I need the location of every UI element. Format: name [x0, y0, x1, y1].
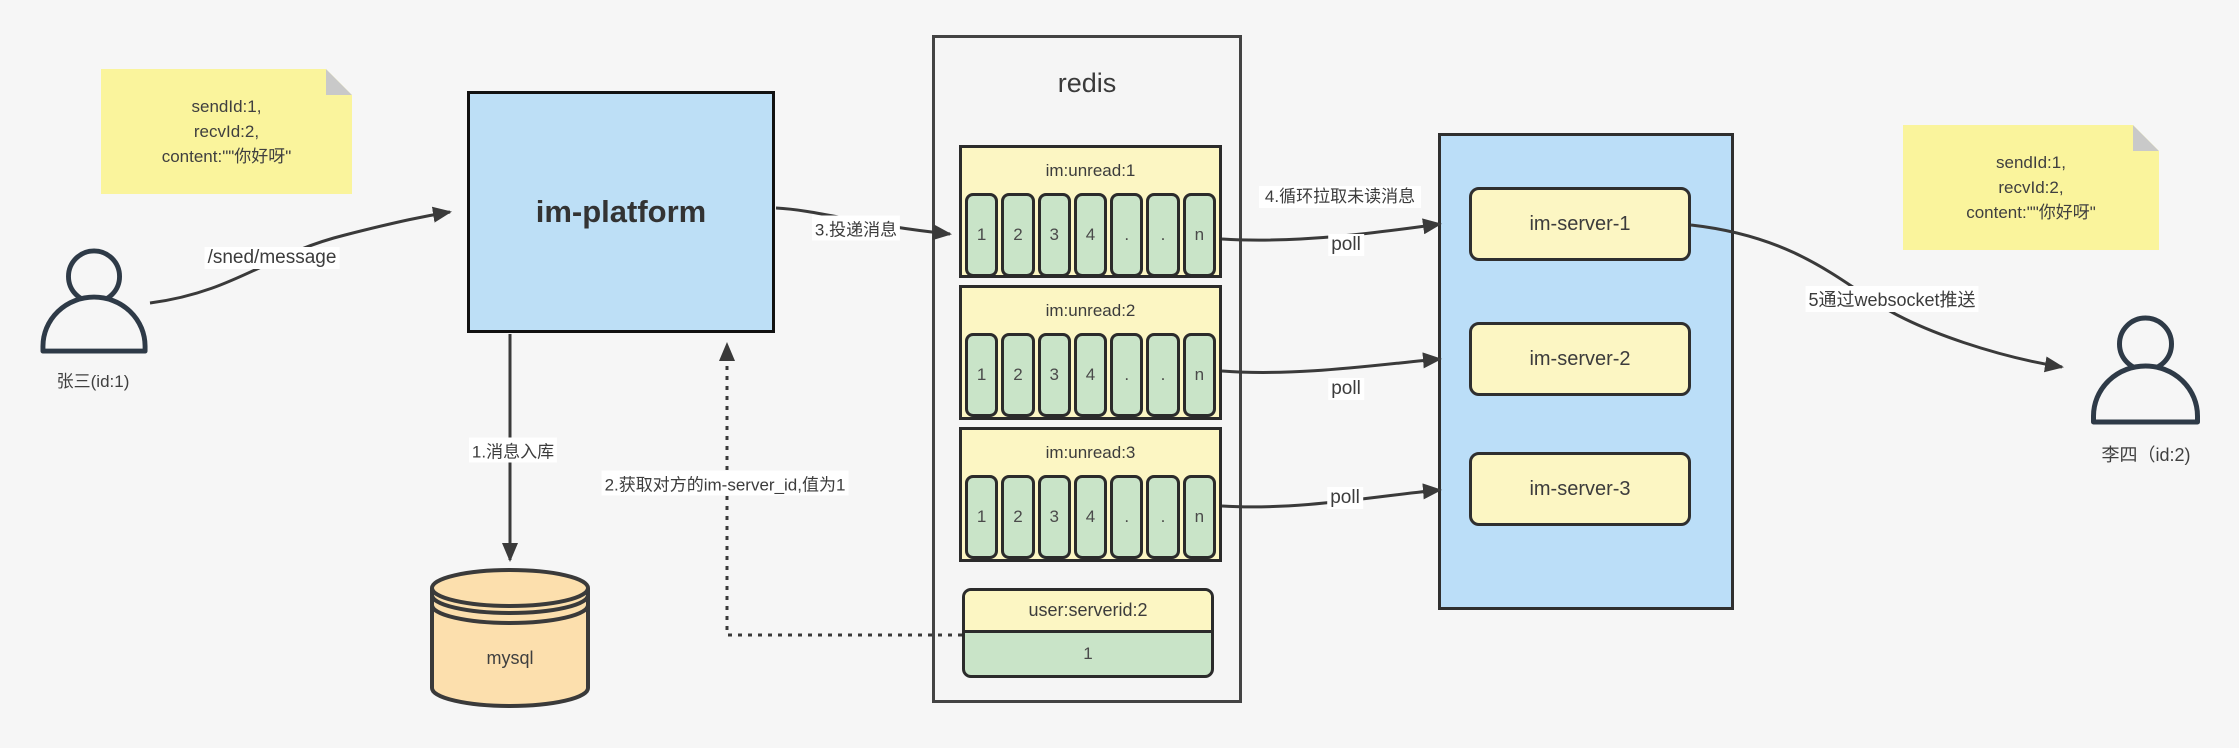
queue-cell: n [1182, 475, 1216, 559]
queue-cells: 1 2 3 4 . . n [965, 333, 1216, 417]
queue-cell: . [1146, 193, 1180, 277]
redis-queue-unread-1: im:unread:1 1 2 3 4 . . n [959, 145, 1222, 278]
sticky-note-right: sendId:1, recvId:2, content:""你好呀" [1903, 125, 2159, 250]
edge-label-poll-1: poll [1328, 234, 1364, 256]
sticky-line: recvId:2, [193, 122, 260, 141]
queue-cells: 1 2 3 4 . . n [965, 193, 1216, 277]
edge-poll-2 [1221, 352, 1442, 374]
queue-cells: 1 2 3 4 . . n [965, 475, 1216, 559]
queue-header: im:unread:2 [1045, 300, 1136, 320]
sender-label: 张三(id:1) [56, 372, 130, 391]
queue-header: im:unread:3 [1045, 442, 1136, 462]
queue-cell: 2 [1001, 475, 1035, 559]
redis-user-serverid-box: user:serverid:2 1 [962, 588, 1214, 678]
sticky-line: sendId:1, [191, 97, 262, 116]
queue-cell: 1 [965, 475, 999, 559]
edge-label-step4: 4.循环拉取未读消息 [1259, 186, 1421, 208]
sticky-line: sendId:1, [1996, 153, 2066, 172]
sticky-fold-icon [326, 69, 352, 95]
queue-header: im:unread:1 [1045, 160, 1136, 180]
sticky-line: content:""你好呀" [1966, 203, 2096, 222]
mysql-database-icon: mysql [428, 564, 592, 714]
queue-cell: 2 [1001, 333, 1035, 417]
queue-cell: 3 [1037, 475, 1071, 559]
server-map-value: 1 [1083, 644, 1093, 663]
person-receiver-icon [2090, 315, 2203, 425]
queue-cell: . [1110, 193, 1144, 277]
queue-cell: . [1146, 475, 1180, 559]
im-server-3-box: im-server-3 [1469, 452, 1691, 526]
server-map-header: user:serverid:2 [965, 591, 1211, 633]
queue-cell: . [1110, 475, 1144, 559]
im-server-1-box: im-server-1 [1469, 187, 1691, 261]
sticky-line: recvId:2, [1998, 178, 2064, 197]
sticky-fold-icon [2133, 125, 2159, 151]
queue-cell: 3 [1037, 333, 1071, 417]
receiver-label: 李四（id:2) [2101, 445, 2191, 465]
edge-label-step3: 3.投递消息 [811, 215, 901, 241]
edge-label-poll-3: poll [1327, 487, 1363, 509]
edge-label-poll-2: poll [1328, 378, 1364, 400]
queue-cell: 2 [1001, 193, 1035, 277]
queue-cell: 1 [965, 333, 999, 417]
queue-cell: 4 [1073, 193, 1108, 277]
sticky-line: content:""你好呀" [161, 147, 292, 166]
redis-queue-unread-3: im:unread:3 1 2 3 4 . . n [959, 427, 1222, 562]
edge-label-step1: 1.消息入库 [468, 437, 558, 463]
queue-cell: n [1182, 333, 1216, 417]
person-sender-icon [40, 248, 150, 356]
sticky-note-left: sendId:1, recvId:2, content:""你好呀" [101, 69, 352, 194]
im-server-2-box: im-server-2 [1469, 322, 1691, 396]
mysql-label: mysql [486, 648, 534, 668]
queue-cell: 3 [1037, 193, 1071, 277]
queue-cell: 4 [1073, 333, 1108, 417]
queue-cell: n [1182, 193, 1216, 277]
queue-cell: . [1146, 333, 1180, 417]
redis-queue-unread-2: im:unread:2 1 2 3 4 . . n [959, 285, 1222, 420]
queue-cell: . [1110, 333, 1144, 417]
im-platform-box: im-platform [467, 91, 775, 333]
edge-label-step5: 5通过websocket推送 [1805, 286, 1979, 312]
queue-cell: 1 [965, 193, 999, 277]
redis-title: redis [1057, 68, 1117, 98]
queue-cell: 4 [1073, 475, 1108, 559]
edge-label-send-api: /sned/message [204, 247, 340, 269]
edge-label-step2: 2.获取对方的im-server_id,值为1 [601, 470, 849, 496]
